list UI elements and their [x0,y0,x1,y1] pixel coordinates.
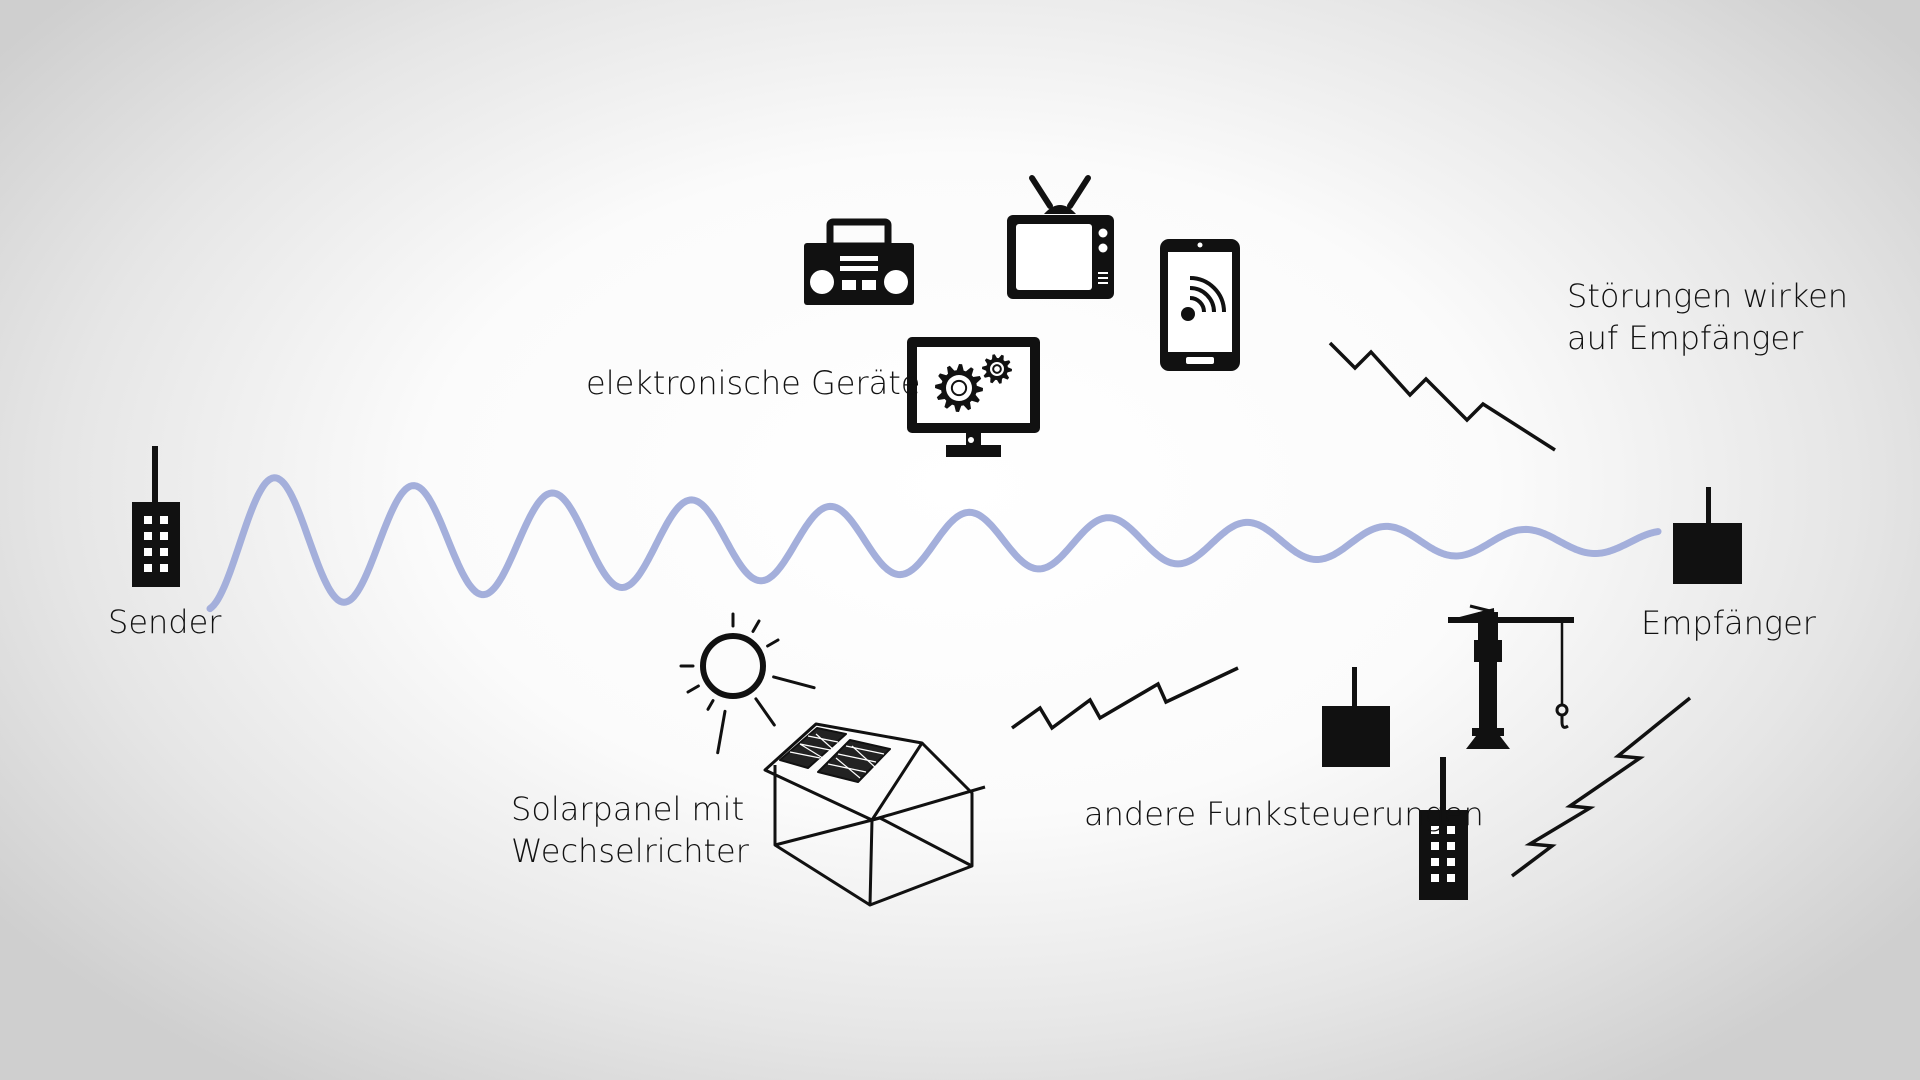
computer-monitor-gears-icon [907,337,1040,457]
smartphone-icon [1160,239,1240,371]
sun-ray [754,697,776,727]
sun-ray [751,619,761,633]
transmitter-icon [132,446,180,587]
radio-controller-icon [1322,667,1390,767]
gear-icon [935,364,983,412]
solar-label-line2: Wechselrichter [511,832,749,870]
sun-ray [772,675,816,690]
interference-label-line1: Störungen wirken [1567,277,1849,315]
television-icon [1007,175,1114,299]
interference-zigzag-icon [1328,341,1556,452]
house-solar-panel-icon [763,722,986,907]
sun-ray [686,684,700,694]
interference-label-line2: auf Empfänger [1567,319,1804,357]
sun-ray [716,709,727,755]
solar-label: Solarpanel mit Wechselrichter [511,788,749,872]
interference-zigzag-icon [1010,666,1239,731]
small-transmitter-icon [1419,757,1468,900]
electronics-label: elektronische Geräte [586,364,921,402]
radio-cassette-icon [804,218,914,305]
sun-ray [706,699,715,711]
construction-crane-icon [1448,604,1574,749]
solar-label-line1: Solarpanel mit [511,790,745,828]
radio-controls-label: andere Funksteuerungen [1084,795,1484,833]
sender-label: Sender [108,603,222,641]
receiver-icon [1673,487,1742,584]
sun-ray [766,638,780,648]
receiver-label: Empfänger [1641,604,1816,642]
interference-label: Störungen wirken auf Empfänger [1567,275,1848,359]
interference-zigzag-icon [1510,696,1692,878]
gear-icon [982,354,1012,384]
signal-wave [206,474,1662,613]
sun-icon [679,612,816,755]
